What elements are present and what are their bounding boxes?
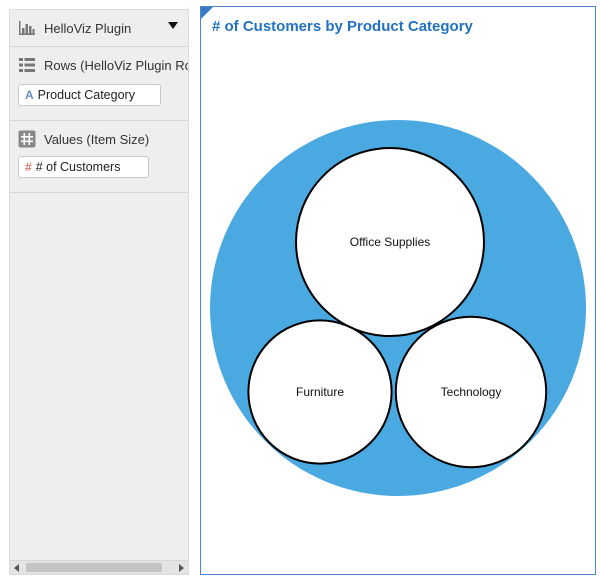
values-heading: Values (Item Size) <box>44 131 150 147</box>
corner-marker <box>201 7 213 19</box>
bar-chart-icon <box>18 19 36 37</box>
field-pill-customers[interactable]: # # of Customers <box>18 156 149 178</box>
rows-heading: Rows (HelloViz Plugin Rows) <box>44 57 188 73</box>
visualization-pane: # of Customers by Product Category Offic… <box>200 6 596 575</box>
rows-shelf: Rows (HelloViz Plugin Rows) A Product Ca… <box>10 47 188 121</box>
scroll-left-icon[interactable] <box>14 564 19 572</box>
bubble-furniture[interactable] <box>247 319 393 465</box>
bubble-technology[interactable] <box>394 315 548 469</box>
chart-title: # of Customers by Product Category <box>212 18 473 35</box>
plugin-label: HelloViz Plugin <box>44 20 132 36</box>
horizontal-scrollbar[interactable] <box>10 560 188 574</box>
text-field-icon: A <box>25 88 34 102</box>
bubble-label: Office Supplies <box>350 235 431 249</box>
field-pill-label: # of Customers <box>35 160 121 174</box>
fields-pane: HelloViz Plugin Rows (HelloViz Plugin Ro… <box>9 9 189 575</box>
chevron-down-icon[interactable] <box>168 22 178 29</box>
hash-icon <box>18 130 36 148</box>
field-pill-label: Product Category <box>37 88 135 102</box>
field-pill-product-category[interactable]: A Product Category <box>18 84 161 106</box>
bubble-office-supplies[interactable] <box>295 147 485 337</box>
plugin-selector[interactable]: HelloViz Plugin <box>10 10 188 47</box>
scroll-right-icon[interactable] <box>179 564 184 572</box>
list-icon <box>18 56 36 74</box>
scroll-thumb[interactable] <box>26 563 162 572</box>
values-shelf: Values (Item Size) # # of Customers <box>10 121 188 193</box>
measure-field-icon: # <box>25 160 32 174</box>
bubble-label: Furniture <box>296 385 344 399</box>
bubble-label: Technology <box>441 385 502 399</box>
